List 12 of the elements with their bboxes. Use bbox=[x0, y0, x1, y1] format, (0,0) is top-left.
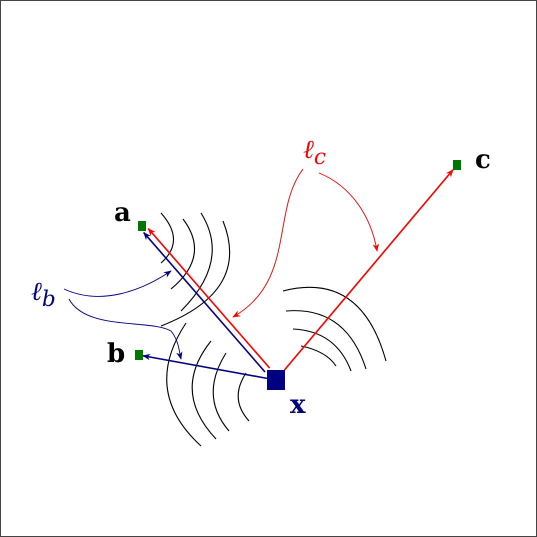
point-label: c bbox=[475, 147, 491, 173]
arrow bbox=[284, 169, 454, 371]
arrow bbox=[142, 354, 268, 380]
leader-line bbox=[318, 172, 379, 252]
leader-line bbox=[68, 298, 183, 360]
leader-line bbox=[232, 168, 304, 318]
line-label: ℓ$_{b}$ bbox=[31, 277, 56, 312]
point-label: a bbox=[114, 200, 131, 226]
point-label: x bbox=[290, 392, 306, 418]
leader-line bbox=[64, 270, 172, 297]
line-label: ℓ$_{c}$ bbox=[303, 135, 326, 170]
point-label: b bbox=[107, 341, 126, 367]
